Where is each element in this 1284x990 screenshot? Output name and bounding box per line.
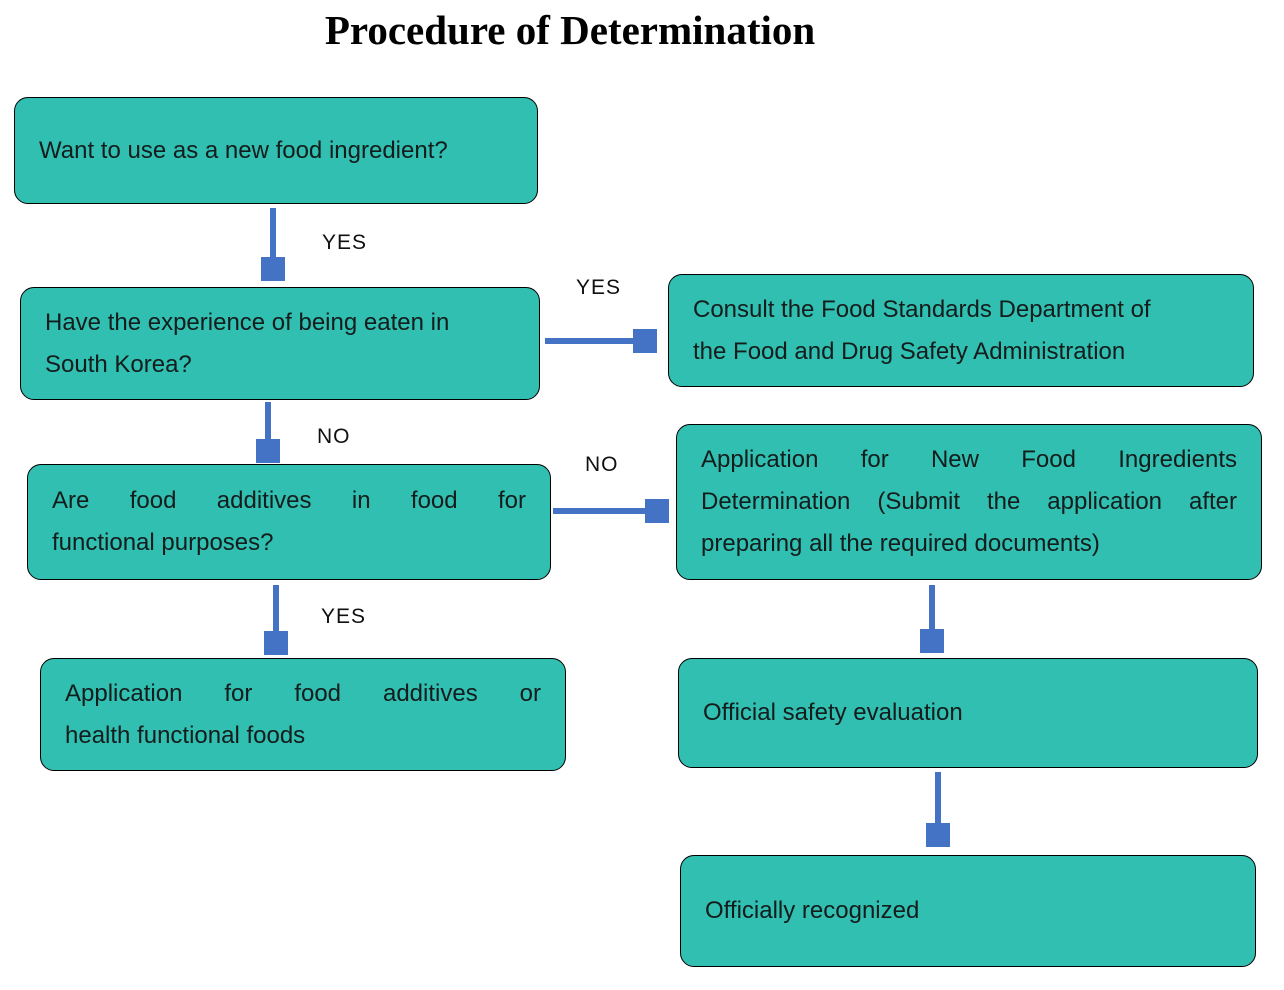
node-text-line: Application for New Food Ingredients [701,446,1237,473]
node-text-line: Application for food additives or [65,679,541,707]
edge-label-no: NO [317,425,351,448]
edge-label-no: NO [585,453,619,476]
edge-label-yes: YES [576,276,622,299]
node-application-food-additives: Application for food additives or health… [40,658,566,771]
node-text-line: Have the experience of being eaten in [45,308,450,336]
node-experience-eaten-korea: Have the experience of being eaten in So… [20,287,540,400]
node-consult-food-standards: Consult the Food Standards Department of… [668,274,1254,387]
page-title: Procedure of Determination [324,7,816,53]
edge-label-yes: YES [322,231,368,254]
node-officially-recognized: Officially recognized [680,855,1256,967]
node-text-line: health functional foods [65,721,306,749]
node-official-safety-evaluation: Official safety evaluation [678,658,1258,768]
node-text-line: the Food and Drug Safety Administration [693,337,1126,365]
node-text-line: functional purposes? [52,529,274,556]
node-text-line: Want to use as a new food ingredient? [39,136,448,164]
node-food-additives-functional: Are food additives in food for functiona… [27,464,551,580]
node-application-new-food-ingredients: Application for New Food Ingredients Det… [676,424,1262,580]
node-want-new-ingredient: Want to use as a new food ingredient? [14,97,538,204]
node-text-line: Are food additives in food for [52,487,526,514]
node-text-line: preparing all the required documents) [701,530,1100,557]
node-text-line: South Korea? [45,350,192,378]
node-text-line: Consult the Food Standards Department of [693,295,1151,323]
node-text-line: Determination (Submit the application af… [701,488,1237,515]
node-text-line: Official safety evaluation [703,699,963,726]
edge-label-yes: YES [321,605,367,628]
node-text-line: Officially recognized [705,897,920,924]
